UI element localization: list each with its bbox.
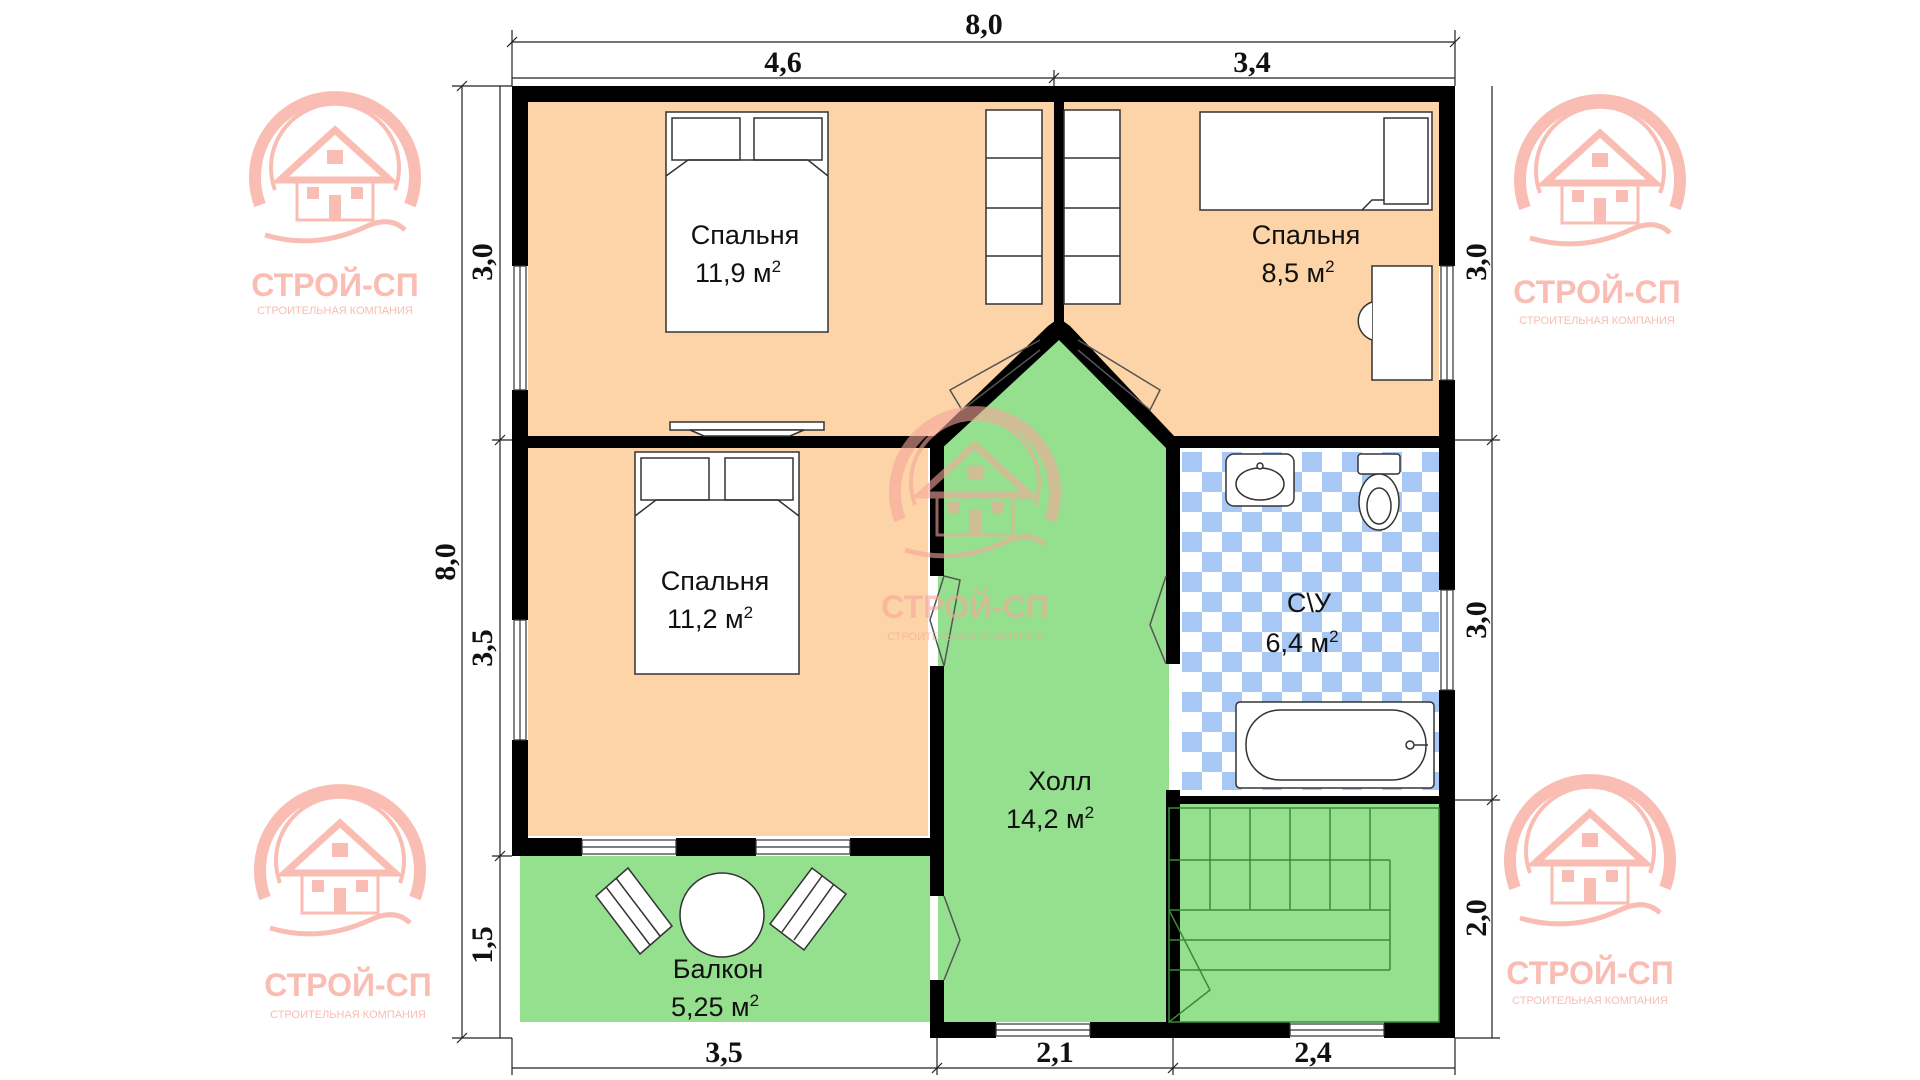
balcony-name: Балкон [673, 954, 764, 984]
wardrobe-right [1063, 109, 1121, 305]
bed-bedroom-3 [634, 451, 800, 675]
balcony-chair-left [594, 866, 674, 956]
bed-bedroom-2 [1199, 111, 1433, 211]
hall-area-label: 14,2 м2 [1006, 803, 1094, 834]
watermark-bottom-left: СТРОЙ-СП СТРОИТЕЛЬНАЯ КОМПАНИЯ [260, 790, 432, 1021]
svg-text:СТРОЙ-СП: СТРОЙ-СП [264, 967, 431, 1003]
hall-area [938, 335, 1439, 1022]
bedroom-3-area-label: 11,2 м2 [667, 603, 753, 634]
toilet [1357, 453, 1401, 531]
svg-text:СТРОИТЕЛЬНАЯ КОМПАНИЯ: СТРОИТЕЛЬНАЯ КОМПАНИЯ [887, 631, 1043, 643]
dim-top-right: 3,4 [1233, 46, 1271, 79]
svg-text:СТРОЙ-СП: СТРОЙ-СП [881, 589, 1048, 625]
svg-text:СТРОЙ-СП: СТРОЙ-СП [1513, 274, 1680, 310]
dim-top-left: 4,6 [764, 46, 802, 79]
svg-text:СТРОИТЕЛЬНАЯ КОМПАНИЯ: СТРОИТЕЛЬНАЯ КОМПАНИЯ [270, 1009, 426, 1021]
dim-top-total: 8,0 [965, 8, 1003, 41]
bathroom-area-label: 6,4 м2 [1265, 627, 1338, 658]
dim-right-middle: 3,0 [1460, 601, 1493, 639]
watermark-bottom-right: СТРОЙ-СП СТРОИТЕЛЬНАЯ КОМПАНИЯ [1506, 780, 1673, 1007]
bedroom-3-name: Спальня [661, 566, 770, 596]
dim-bottom-middle: 2,1 [1036, 1036, 1074, 1069]
svg-text:СТРОИТЕЛЬНАЯ КОМПАНИЯ: СТРОИТЕЛЬНАЯ КОМПАНИЯ [1519, 315, 1675, 327]
doors [929, 339, 1167, 981]
shelf-bedroom-3 [669, 421, 825, 437]
dim-bottom-left: 3,5 [705, 1036, 743, 1069]
svg-text:СТРОЙ-СП: СТРОЙ-СП [251, 267, 418, 303]
dim-left-top: 3,0 [466, 243, 499, 281]
sink [1225, 453, 1295, 507]
balcony-area-label: 5,25 м2 [671, 991, 759, 1022]
bedroom-2-area-label: 8,5 м2 [1261, 257, 1334, 288]
dim-left-total: 8,0 [429, 543, 462, 581]
dim-right-top: 3,0 [1460, 243, 1493, 281]
dim-left-bottom: 1,5 [466, 926, 499, 964]
svg-text:СТРОИТЕЛЬНАЯ КОМПАНИЯ: СТРОИТЕЛЬНАЯ КОМПАНИЯ [1512, 995, 1668, 1007]
desk-bedroom-2 [1357, 265, 1433, 381]
balcony-chair-right [768, 866, 848, 952]
svg-text:СТРОЙ-СП: СТРОЙ-СП [1506, 955, 1673, 991]
staircase [1168, 807, 1440, 1023]
dim-bottom-right: 2,4 [1294, 1036, 1332, 1069]
wardrobe-left [985, 109, 1043, 305]
balcony-table [679, 872, 765, 958]
svg-text:СТРОИТЕЛЬНАЯ КОМПАНИЯ: СТРОИТЕЛЬНАЯ КОМПАНИЯ [257, 305, 413, 317]
watermark-center: СТРОЙ-СП СТРОИТЕЛЬНАЯ КОМПАНИЯ [881, 412, 1055, 643]
windows [513, 265, 1454, 1037]
watermark-top-right: СТРОЙ-СП СТРОИТЕЛЬНАЯ КОМПАНИЯ [1513, 100, 1680, 327]
bedroom-2-name: Спальня [1252, 220, 1361, 250]
walls [512, 86, 1455, 1038]
dim-right-bottom: 2,0 [1460, 899, 1493, 937]
bedroom-1-name: Спальня [691, 220, 800, 250]
dim-left-middle: 3,5 [466, 629, 499, 667]
watermark-top-left: СТРОЙ-СП СТРОИТЕЛЬНАЯ КОМПАНИЯ [251, 97, 418, 317]
bathroom-name: С\У [1287, 588, 1332, 618]
bed-bedroom-1 [665, 111, 829, 333]
bathtub [1235, 701, 1435, 789]
hall-name: Холл [1028, 766, 1092, 796]
dimension-lines [452, 30, 1500, 1075]
bedroom-1-area-label: 11,9 м2 [695, 257, 781, 288]
